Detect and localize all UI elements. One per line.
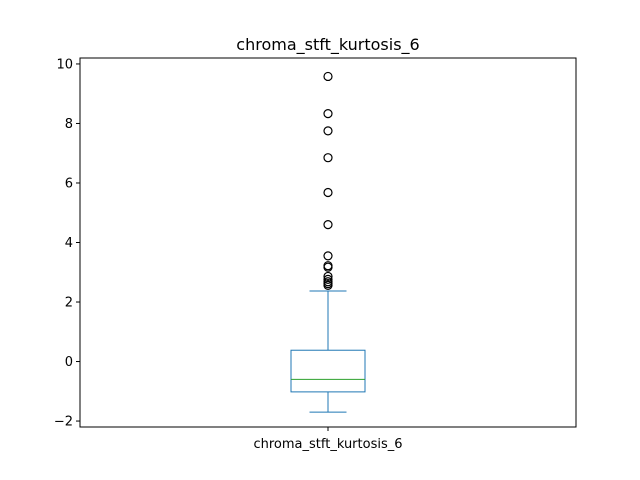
y-tick-label: 6	[65, 176, 73, 191]
y-tick-label: 2	[65, 296, 73, 311]
x-tick-label: chroma_stft_kurtosis_6	[253, 437, 402, 452]
y-tick-label: 10	[56, 57, 73, 72]
boxplot	[290, 71, 366, 413]
y-tick-label: −2	[54, 415, 73, 430]
y-tick-label: 0	[65, 355, 73, 370]
y-tick-label: 8	[65, 117, 73, 132]
outlier-point	[323, 109, 333, 119]
x-axis: chroma_stft_kurtosis_6	[253, 427, 403, 452]
outlier-point	[323, 251, 333, 261]
outlier-point	[323, 71, 333, 82]
y-axis: −2 0 2 4 6 8 10	[54, 57, 80, 430]
outlier-point	[323, 126, 333, 136]
outlier-point	[323, 187, 333, 198]
box-iqr	[290, 349, 366, 393]
outlier-point	[323, 261, 333, 271]
plot-area	[290, 71, 366, 413]
chart-title: chroma_stft_kurtosis_6	[236, 35, 419, 55]
outlier-point	[323, 277, 333, 287]
outlier-point	[323, 271, 333, 282]
outlier-point	[323, 153, 333, 163]
y-tick-label: 4	[65, 236, 73, 251]
outlier-point	[323, 220, 333, 230]
outlier-point	[323, 274, 333, 284]
